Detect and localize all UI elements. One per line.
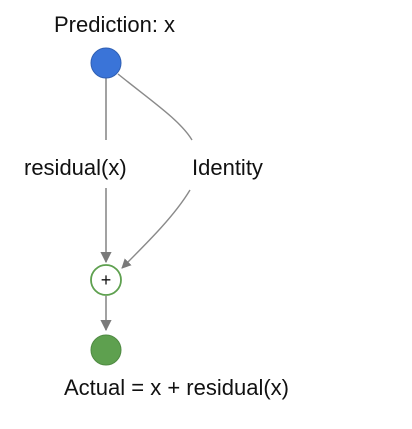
sum-node: [90, 264, 122, 296]
prediction-label: Prediction: x: [54, 12, 176, 37]
sum-symbol: +: [101, 270, 112, 290]
identity-edge-label: Identity: [192, 155, 263, 180]
actual-node: [90, 334, 122, 366]
identity-edge-upper: [117, 73, 193, 141]
identity-edge-lower: [121, 189, 191, 269]
actual-label: Actual = x + residual(x): [64, 375, 289, 400]
residual-edge-label: residual(x): [24, 155, 127, 180]
prediction-node: [90, 47, 122, 79]
